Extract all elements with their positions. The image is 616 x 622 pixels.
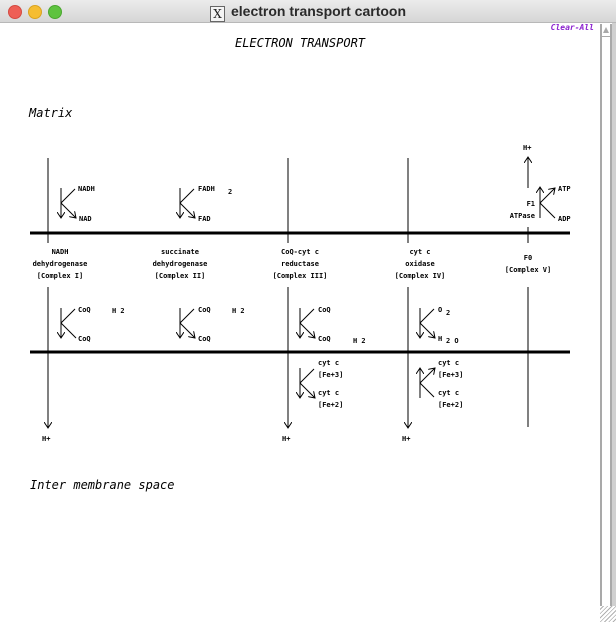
fe3-label: [Fe+3] — [318, 371, 343, 379]
proton-label: H+ — [402, 435, 410, 443]
complex-v: H+ ATP ADP F1 ATPase F0 [Complex V] — [505, 144, 571, 427]
close-window-button[interactable] — [8, 5, 22, 19]
electron-transport-diagram: ELECTRON TRANSPORT Matrix Inter membrane… — [28, 36, 571, 492]
coq-label: CoQ — [198, 306, 211, 314]
drawing-canvas: Clear-All — [0, 23, 598, 622]
coq-label: CoQ — [78, 306, 91, 314]
window-title-text: electron transport cartoon — [230, 3, 407, 19]
proton-label: H+ — [282, 435, 290, 443]
atpase-label: ATPase — [510, 212, 535, 220]
x11-icon: X — [209, 6, 225, 22]
maximize-window-button[interactable] — [48, 5, 62, 19]
complex-iii-name-line3: [Complex III] — [273, 272, 328, 280]
h2o-subscript: 2 O — [446, 337, 459, 345]
coqh2-label: H 2 — [232, 307, 245, 315]
complex-iv-cyt-out-arrow — [419, 368, 435, 384]
nadh-label: NADH — [78, 185, 95, 193]
coq-label: CoQ — [198, 335, 211, 343]
complex-i-nad-arrow — [60, 202, 76, 218]
complex-i: NADH NAD NADH dehydrogenase [Complex I] … — [33, 158, 125, 443]
complex-i-coq-out-line — [60, 322, 77, 339]
complex-iii-name-line2: reductase — [281, 260, 319, 268]
nad-label: NAD — [79, 215, 92, 223]
complex-iii-cyt-out-arrow — [299, 382, 315, 398]
complex-ii-fad-arrow — [179, 202, 195, 218]
complex-ii-coq-out-arrow — [179, 322, 195, 338]
fe2-label: [Fe+2] — [318, 401, 343, 409]
resize-grip-icon[interactable] — [600, 606, 616, 622]
complex-v-atp-arrow — [539, 188, 555, 204]
intermembrane-label: Inter membrane space — [30, 478, 175, 492]
complex-iii-coq-in-line — [299, 308, 315, 324]
cyt-c-label: cyt c — [318, 389, 339, 397]
complex-iv: cyt c oxidase [Complex IV] O 2 H 2 O cyt… — [395, 158, 463, 443]
complex-iv-cyt-in-line — [419, 382, 435, 398]
cyt-c-label: cyt c — [438, 359, 459, 367]
h2o-label: H — [438, 335, 442, 343]
f1-label: F1 — [527, 200, 535, 208]
coq-label: CoQ — [318, 306, 331, 314]
scroll-up-arrow-icon[interactable] — [602, 24, 610, 37]
complex-iv-name-line3: [Complex IV] — [395, 272, 446, 280]
window-edge — [612, 23, 616, 622]
complex-ii-name-line2: dehydrogenase — [153, 260, 208, 268]
complex-i-name-line3: [Complex I] — [37, 272, 83, 280]
fad-label: FAD — [198, 215, 211, 223]
complex-i-name-line1: NADH — [52, 248, 69, 256]
coq-label: CoQ — [318, 335, 331, 343]
complex-v-name-line2: [Complex V] — [505, 266, 551, 274]
complex-i-name-line2: dehydrogenase — [33, 260, 88, 268]
coq-label: CoQ — [78, 335, 91, 343]
complex-ii-name-line3: [Complex II] — [155, 272, 206, 280]
fadh-label: FADH — [198, 185, 215, 193]
fadh-subscript: 2 — [228, 188, 232, 196]
complex-iii-name-line1: CoQ-cyt c — [281, 248, 319, 256]
diagram-title: ELECTRON TRANSPORT — [235, 36, 366, 50]
matrix-label: Matrix — [28, 106, 73, 120]
complex-iv-h2o-arrow — [419, 322, 435, 338]
fe2-label: [Fe+2] — [438, 401, 463, 409]
complex-iv-o2-line — [419, 308, 435, 324]
complex-i-coq-in-line — [60, 308, 76, 324]
complex-i-nadh-line — [60, 188, 76, 204]
coqh2-label: H 2 — [353, 337, 366, 345]
minimize-window-button[interactable] — [28, 5, 42, 19]
coqh2-label: H 2 — [112, 307, 125, 315]
complex-iii: CoQ-cyt c reductase [Complex III] CoQ Co… — [273, 158, 366, 443]
clear-all-button[interactable]: Clear-All — [550, 23, 594, 32]
complex-v-adp-line — [539, 202, 556, 219]
atp-label: ATP — [558, 185, 571, 193]
adp-label: ADP — [558, 215, 571, 223]
complex-v-name-line1: F0 — [524, 254, 532, 262]
proton-label: H+ — [42, 435, 50, 443]
complex-ii-name-line1: succinate — [161, 248, 199, 256]
complex-ii-coq-in-line — [179, 308, 195, 324]
complex-iii-coqh2-arrow — [299, 322, 315, 338]
complex-iv-name-line2: oxidase — [405, 260, 435, 268]
fe3-label: [Fe+3] — [438, 371, 463, 379]
complex-ii-fadh2-line — [179, 188, 195, 204]
complex-iv-name-line1: cyt c — [409, 248, 430, 256]
vertical-scrollbar[interactable] — [600, 24, 612, 606]
cyt-c-label: cyt c — [438, 389, 459, 397]
cyt-c-label: cyt c — [318, 359, 339, 367]
proton-label: H+ — [523, 144, 531, 152]
complex-ii: FADH 2 FAD succinate dehydrogenase [Comp… — [153, 185, 245, 343]
complex-iii-cyt-in-line — [299, 368, 315, 384]
o2-label: O — [438, 306, 442, 314]
o2-subscript: 2 — [446, 309, 450, 317]
